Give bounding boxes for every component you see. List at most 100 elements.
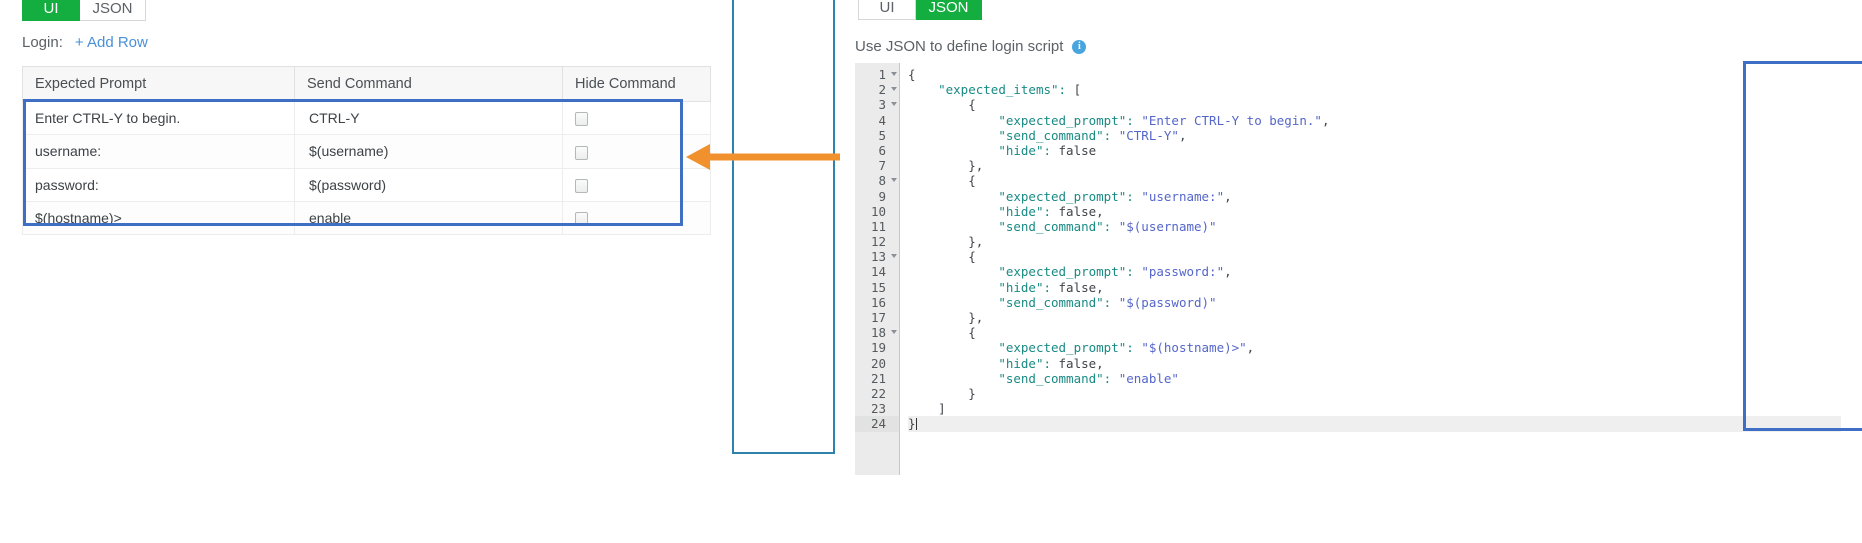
cell-expected-prompt[interactable]: Enter CTRL-Y to begin. <box>22 100 295 136</box>
login-label: Login: <box>22 34 63 51</box>
table-row[interactable]: username: $(username) <box>22 134 711 169</box>
fold-arrow-icon[interactable] <box>891 254 897 259</box>
line-number: 4 <box>878 112 886 128</box>
cell-hide-command <box>562 100 711 136</box>
cell-expected-prompt[interactable]: password: <box>22 167 295 202</box>
fold-arrow-icon[interactable] <box>891 102 897 107</box>
cell-hide-command <box>562 134 711 169</box>
code-line: { <box>908 173 976 189</box>
code-line: { <box>908 249 976 265</box>
editor-code-area[interactable]: { "expected_items": [ { "expected_prompt… <box>900 63 1841 475</box>
line-number: 10 <box>870 203 886 219</box>
code-line: }, <box>908 310 984 325</box>
hide-command-checkbox[interactable] <box>575 212 588 227</box>
table-row[interactable]: password: $(password) <box>22 167 711 202</box>
json-panel: UI JSON Use JSON to define login script … <box>840 0 1862 543</box>
ui-panel: UI JSON Login: + Add Row Expected Prompt… <box>0 0 732 543</box>
table-body: Enter CTRL-Y to begin. CTRL-Y username: … <box>22 100 711 236</box>
cell-hide-command <box>562 167 711 202</box>
code-line: "send_command": "$(password)" <box>998 294 1217 310</box>
line-number: 3 <box>855 97 899 112</box>
code-line: "expected_items": [ <box>938 82 1082 98</box>
tab-ui-right[interactable]: UI <box>858 0 916 20</box>
fold-arrow-icon[interactable] <box>891 87 897 92</box>
code-line: "hide": false, <box>998 203 1104 219</box>
line-number: 1 <box>855 67 899 82</box>
cell-send-command[interactable]: CTRL-Y <box>294 100 563 136</box>
code-line: ] <box>908 401 946 417</box>
column-header-send-command: Send Command <box>294 66 563 102</box>
cell-send-command[interactable]: enable <box>294 200 563 236</box>
line-number: 18 <box>855 325 899 340</box>
line-number: 11 <box>870 218 886 234</box>
line-number: 15 <box>870 279 886 295</box>
tab-json-left[interactable]: JSON <box>80 0 146 21</box>
code-line: "expected_prompt": "Enter CTRL-Y to begi… <box>998 112 1330 128</box>
table-header-row: Expected Prompt Send Command Hide Comman… <box>22 66 711 102</box>
hide-command-checkbox[interactable] <box>575 112 588 127</box>
line-number: 20 <box>870 355 886 371</box>
hide-command-checkbox[interactable] <box>575 178 588 193</box>
add-row-link[interactable]: + Add Row <box>74 34 148 51</box>
column-header-expected-prompt: Expected Prompt <box>22 66 295 102</box>
code-line: }, <box>908 234 984 250</box>
json-caption: Use JSON to define login script i <box>855 38 1087 55</box>
code-line: { <box>908 67 916 82</box>
code-line: } <box>908 416 1841 432</box>
code-line: }, <box>908 158 984 174</box>
code-line: "expected_prompt": "password:", <box>998 264 1232 280</box>
line-number: 2 <box>855 82 899 97</box>
fold-arrow-icon[interactable] <box>891 330 897 335</box>
line-number: 6 <box>878 142 886 158</box>
tab-ui-left[interactable]: UI <box>22 0 80 21</box>
line-number: 8 <box>855 173 899 188</box>
cell-expected-prompt[interactable]: username: <box>22 134 295 169</box>
code-line: { <box>908 97 976 113</box>
line-number: 17 <box>870 310 886 325</box>
login-row: Login: + Add Row <box>22 34 148 51</box>
line-number: 7 <box>878 158 886 174</box>
cell-expected-prompt[interactable]: $(hostname)> <box>22 200 295 236</box>
text-caret <box>915 418 917 431</box>
code-line: } <box>908 385 976 401</box>
table-row[interactable]: Enter CTRL-Y to begin. CTRL-Y <box>22 100 711 136</box>
fold-arrow-icon[interactable] <box>891 178 897 183</box>
code-line: "send_command": "enable" <box>998 370 1179 386</box>
table-row[interactable]: $(hostname)> enable <box>22 200 711 236</box>
line-number: 16 <box>870 294 886 310</box>
line-number: 14 <box>870 264 886 280</box>
code-line: "send_command": "CTRL-Y", <box>998 127 1187 143</box>
tab-json-right[interactable]: JSON <box>916 0 982 20</box>
line-number: 19 <box>870 340 886 356</box>
json-caption-text: Use JSON to define login script <box>855 38 1064 55</box>
hide-command-checkbox[interactable] <box>575 145 588 160</box>
code-line: "hide": false, <box>998 279 1104 295</box>
code-line: "hide": false, <box>998 355 1104 371</box>
code-line: "expected_prompt": "$(hostname)>", <box>998 340 1255 356</box>
cell-send-command[interactable]: $(username) <box>294 134 563 169</box>
login-script-table: Expected Prompt Send Command Hide Comman… <box>22 66 711 236</box>
column-header-hide-command: Hide Command <box>562 66 711 102</box>
line-number: 24 <box>855 416 899 432</box>
right-tab-group: UI JSON <box>858 0 982 20</box>
cell-hide-command <box>562 200 711 236</box>
line-number: 13 <box>855 249 899 264</box>
code-line: { <box>908 325 976 341</box>
code-line: "send_command": "$(username)" <box>998 218 1217 234</box>
code-line: "hide": false <box>998 142 1097 158</box>
panel-divider <box>732 0 835 454</box>
line-number: 5 <box>878 127 886 143</box>
line-number: 22 <box>870 385 886 401</box>
code-line: "expected_prompt": "username:", <box>998 188 1232 204</box>
line-number: 21 <box>870 370 886 386</box>
left-tab-group: UI JSON <box>22 0 146 21</box>
cell-send-command[interactable]: $(password) <box>294 167 563 202</box>
table-header: Expected Prompt Send Command Hide Comman… <box>22 66 711 102</box>
line-number: 23 <box>870 401 886 417</box>
line-number: 12 <box>870 234 886 250</box>
info-icon[interactable]: i <box>1072 39 1087 54</box>
fold-arrow-icon[interactable] <box>891 72 897 76</box>
